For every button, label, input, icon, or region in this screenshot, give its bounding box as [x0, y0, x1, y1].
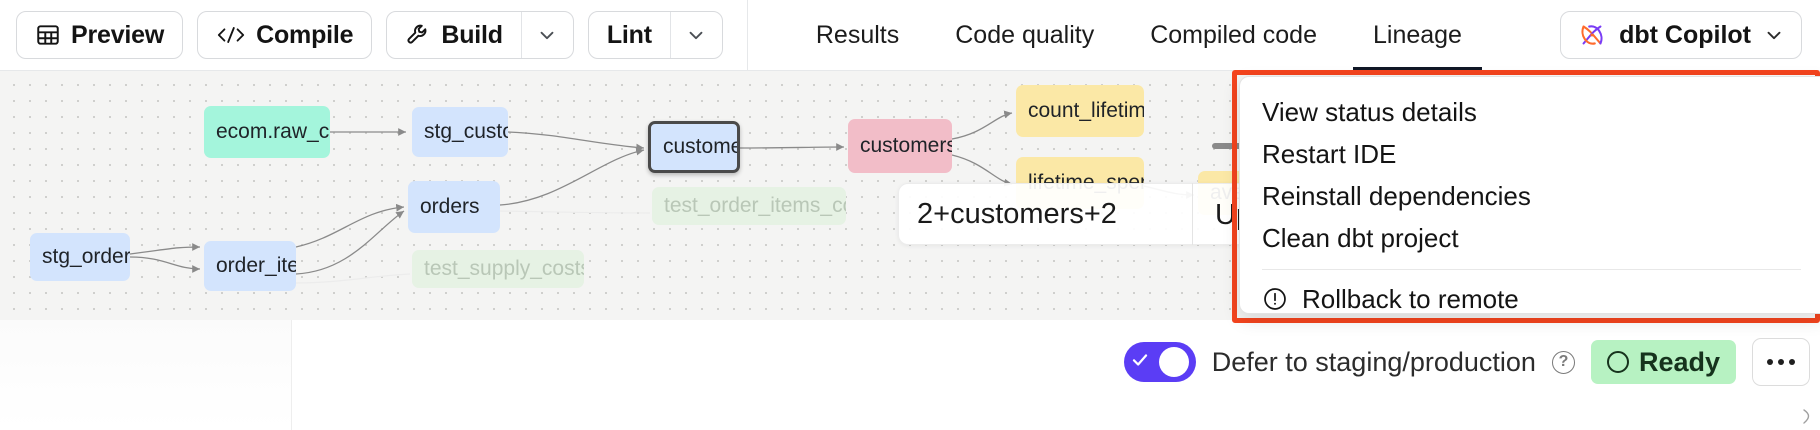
table-icon	[35, 22, 61, 48]
graph-node-label: count_lifetime_…	[1028, 99, 1144, 122]
kebab-dot-icon	[1789, 359, 1795, 365]
status-badge[interactable]: Ready	[1590, 340, 1736, 384]
preview-button-label: Preview	[71, 20, 165, 49]
dbt-copilot-icon	[1577, 20, 1607, 50]
toggle-knob	[1158, 347, 1189, 377]
menu-item-restart-ide[interactable]: Restart IDE	[1240, 133, 1820, 175]
graph-node-label: customers	[663, 135, 737, 158]
menu-item-clean-dbt-project[interactable]: Clean dbt project	[1240, 217, 1820, 259]
resize-grip-icon[interactable]	[1802, 406, 1818, 428]
lint-button-label: Lint	[606, 20, 652, 49]
alert-circle-icon	[1262, 286, 1288, 312]
help-icon-glyph: ?	[1558, 353, 1569, 370]
compile-button[interactable]: Compile	[197, 11, 373, 59]
menu-item-label: Clean dbt project	[1262, 222, 1459, 253]
menu-item-label: Restart IDE	[1262, 138, 1397, 169]
graph-node-label: order_ite…	[216, 254, 296, 277]
overlay-divider	[1192, 183, 1193, 245]
menu-divider	[1262, 269, 1801, 270]
graph-node-customers-exposure[interactable]: customers	[848, 119, 952, 173]
defer-toggle-label: Defer to staging/production	[1211, 346, 1536, 377]
check-icon	[1131, 351, 1149, 373]
more-options-button[interactable]	[1752, 338, 1810, 386]
preview-button[interactable]: Preview	[16, 11, 184, 59]
menu-item-label: Reinstall dependencies	[1262, 180, 1531, 211]
tab-code-quality[interactable]: Code quality	[927, 0, 1122, 70]
compile-button-label: Compile	[256, 20, 354, 49]
code-brackets-icon	[216, 23, 246, 47]
menu-item-label: View status details	[1262, 96, 1477, 127]
chevron-down-icon	[1763, 24, 1785, 46]
tab-compiled-code[interactable]: Compiled code	[1122, 0, 1345, 70]
tab-results-label: Results	[815, 20, 900, 49]
chevron-down-icon	[685, 24, 707, 46]
chevron-down-icon	[536, 24, 558, 46]
graph-node-label: test_supply_costs_su…	[424, 257, 584, 280]
wrench-icon	[405, 22, 431, 48]
graph-node-test-supply-costs[interactable]: test_supply_costs_su…	[412, 250, 584, 288]
graph-node-test-order-items[interactable]: test_order_items_comput…	[652, 187, 846, 225]
graph-node-label: customers	[860, 134, 952, 157]
toolbar-divider	[746, 0, 748, 70]
graph-node-orders[interactable]: orders	[408, 181, 500, 233]
graph-node-stg-orders[interactable]: stg_orders	[30, 233, 130, 281]
tab-code-quality-label: Code quality	[955, 20, 1095, 49]
result-tabs: Results Code quality Compiled code Linea…	[748, 0, 1490, 70]
top-toolbar: Preview Compile	[0, 0, 1820, 70]
bottom-status-bar: Defer to staging/production ? Ready	[0, 320, 1820, 430]
help-icon[interactable]: ?	[1551, 350, 1575, 374]
lineage-search-query: 2+customers+2	[917, 197, 1117, 230]
tab-lineage-label: Lineage	[1372, 20, 1462, 49]
menu-item-label: Rollback to remote	[1302, 283, 1519, 314]
lint-button[interactable]: Lint	[589, 12, 670, 58]
graph-node-label: ecom.raw_cust…	[216, 120, 330, 143]
tab-results[interactable]: Results	[788, 0, 927, 70]
status-bar-controls: Defer to staging/production ? Ready	[1123, 338, 1810, 386]
menu-item-view-status-details[interactable]: View status details	[1240, 91, 1820, 133]
build-button-group: Build	[386, 11, 574, 59]
tab-lineage[interactable]: Lineage	[1345, 0, 1490, 70]
graph-node-stg-customers[interactable]: stg_custo…	[412, 107, 508, 157]
graph-node-ecom-raw-customers[interactable]: ecom.raw_cust…	[204, 106, 330, 158]
graph-node-label: orders	[420, 195, 480, 218]
lint-button-group: Lint	[587, 11, 723, 59]
graph-node-label: test_order_items_comput…	[664, 194, 846, 217]
lint-dropdown-toggle[interactable]	[669, 12, 722, 58]
kebab-dot-icon	[1778, 359, 1784, 365]
dbt-copilot-button[interactable]: dbt Copilot	[1560, 11, 1802, 59]
ide-status-context-menu: View status details Restart IDE Reinstal…	[1239, 76, 1820, 314]
defer-toggle[interactable]	[1123, 342, 1196, 382]
build-button[interactable]: Build	[387, 12, 521, 58]
toolbar-actions: Preview Compile	[0, 0, 723, 70]
kebab-dot-icon	[1767, 359, 1773, 365]
dbt-copilot-label: dbt Copilot	[1619, 20, 1751, 49]
status-bar-left-panel	[0, 320, 292, 430]
graph-node-order-items[interactable]: order_ite…	[204, 241, 296, 291]
build-button-label: Build	[441, 20, 503, 49]
graph-node-label: stg_custo…	[424, 120, 508, 143]
build-dropdown-toggle[interactable]	[520, 12, 573, 58]
graph-node-label: stg_orders	[42, 245, 130, 268]
status-badge-label: Ready	[1638, 346, 1720, 377]
tab-compiled-code-label: Compiled code	[1150, 20, 1317, 49]
graph-node-customers-selected[interactable]: customers	[648, 121, 740, 173]
graph-node-count-lifetime[interactable]: count_lifetime_…	[1016, 85, 1144, 137]
menu-item-reinstall-dependencies[interactable]: Reinstall dependencies	[1240, 175, 1820, 217]
status-dot-icon	[1606, 351, 1629, 373]
menu-item-rollback-to-remote[interactable]: Rollback to remote	[1240, 278, 1820, 320]
